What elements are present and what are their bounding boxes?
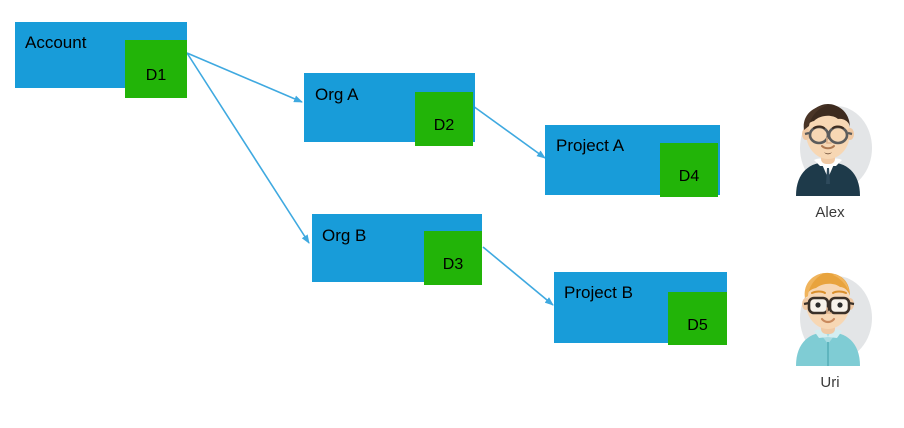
- badge-d3-label: D3: [442, 256, 464, 273]
- person-uri-name: Uri: [820, 374, 840, 391]
- badge-d5[interactable]: D5: [668, 292, 727, 345]
- person-alex-name: Alex: [815, 204, 845, 221]
- person-alex[interactable]: Alex: [778, 92, 882, 222]
- badge-d2-label: D2: [433, 117, 455, 134]
- badge-d5-label: D5: [687, 316, 708, 334]
- node-org-a-label: Org A: [315, 85, 359, 104]
- user-avatar-icon: [796, 272, 872, 366]
- edge-account-to-org-a: [186, 52, 303, 103]
- edge-account-to-org-b: [186, 52, 310, 244]
- badge-d4[interactable]: D4: [660, 143, 718, 197]
- edge-org-b-to-project-b: [482, 246, 554, 306]
- badge-d4-label: D4: [678, 168, 700, 185]
- person-uri[interactable]: Uri: [778, 262, 882, 392]
- badge-d2[interactable]: D2: [415, 92, 473, 146]
- node-project-b-label: Project B: [564, 283, 633, 302]
- badge-d3[interactable]: D3: [424, 231, 482, 285]
- node-org-b-label: Org B: [322, 226, 367, 245]
- node-account-label: Account: [25, 33, 87, 52]
- badge-d1[interactable]: D1: [125, 40, 187, 98]
- badge-d1-label: D1: [145, 67, 167, 84]
- user-avatar-icon: [796, 104, 872, 196]
- node-project-a-label: Project A: [556, 136, 625, 155]
- edge-org-a-to-project-a: [472, 105, 546, 159]
